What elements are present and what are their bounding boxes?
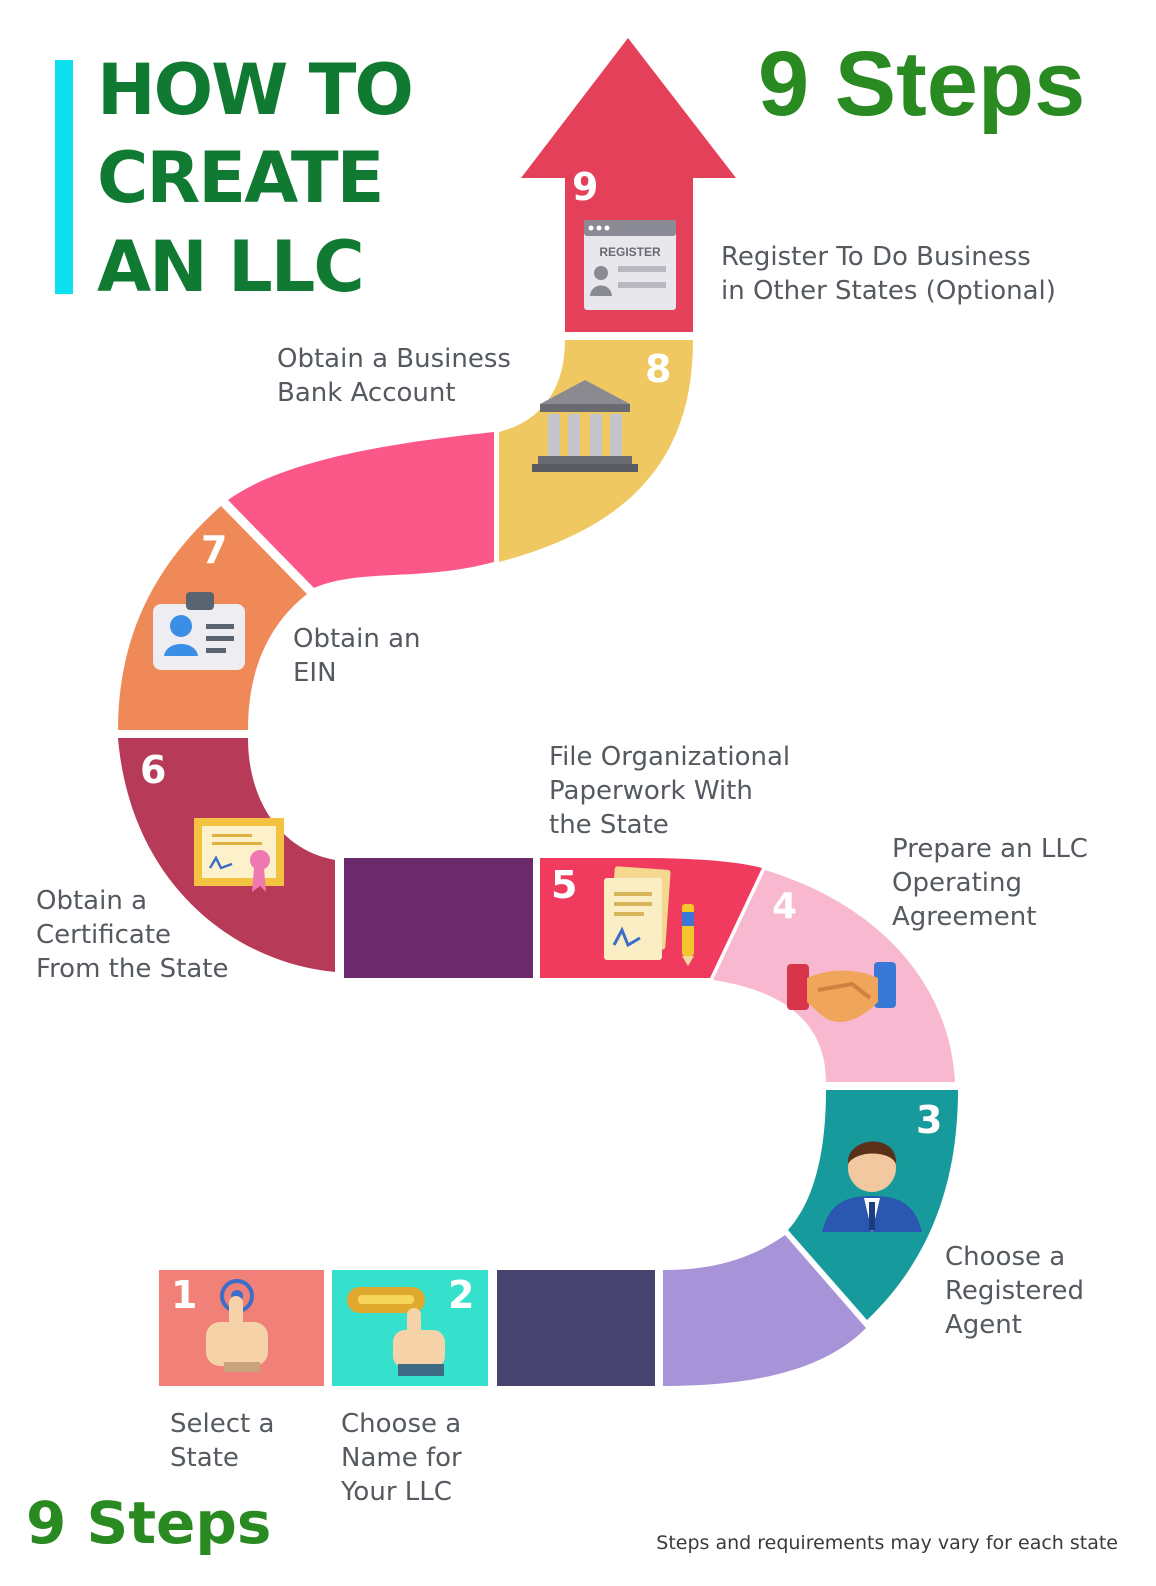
- step-5-label: File Organizational Paperwork With the S…: [549, 742, 791, 840]
- step-2-label: Choose a Name for Your LLC: [341, 1409, 462, 1507]
- steps-footer: 9 Steps: [26, 1489, 272, 1557]
- step-4-number: 4: [772, 886, 797, 927]
- title-accent-bar: [55, 60, 73, 294]
- register-icon-text: REGISTER: [599, 245, 661, 259]
- step-5-number: 5: [551, 863, 577, 907]
- path-segment-bottom-dark: [497, 1270, 655, 1386]
- document-pen-icon: [604, 866, 694, 966]
- id-card-icon: [153, 592, 245, 670]
- step-9-number: 9: [572, 165, 598, 209]
- businessman-icon: [822, 1141, 922, 1232]
- step-1-label: Select a State: [170, 1409, 275, 1473]
- hand-button-icon: [347, 1287, 445, 1376]
- title-line-3: AN LLC: [97, 226, 365, 308]
- certificate-icon: [194, 818, 284, 892]
- pointing-hand-icon: [206, 1279, 268, 1372]
- path-segment-lavender: [663, 1235, 866, 1386]
- path-segment-purple: [344, 858, 533, 978]
- step-8-number: 8: [645, 347, 671, 391]
- step-7-number: 7: [201, 528, 227, 572]
- step-7-label: Obtain an EIN: [293, 624, 421, 688]
- step-4-label: Prepare an LLC Operating Agreement: [892, 834, 1088, 932]
- step-3-number: 3: [916, 1098, 942, 1142]
- bank-icon: [532, 380, 638, 472]
- step-9-arrow: [521, 38, 736, 332]
- steps-heading: 9 Steps: [758, 33, 1086, 135]
- footnote: Steps and requirements may vary for each…: [656, 1532, 1118, 1554]
- path-segment-pink: [228, 432, 494, 588]
- title-line-2: CREATE: [97, 137, 384, 219]
- step-8-label: Obtain a Business Bank Account: [277, 344, 511, 408]
- handshake-icon: [787, 962, 896, 1023]
- title-line-1: HOW TO: [97, 49, 414, 131]
- step-6-label: Obtain a Certificate From the State: [36, 886, 229, 984]
- register-window-icon: REGISTER: [584, 220, 676, 310]
- step-3-label: Choose a Registered Agent: [945, 1242, 1084, 1340]
- step-1-number: 1: [171, 1273, 197, 1317]
- step-2-number: 2: [448, 1273, 474, 1317]
- step-6-number: 6: [140, 748, 166, 792]
- step-9-label: Register To Do Business in Other States …: [721, 242, 1056, 306]
